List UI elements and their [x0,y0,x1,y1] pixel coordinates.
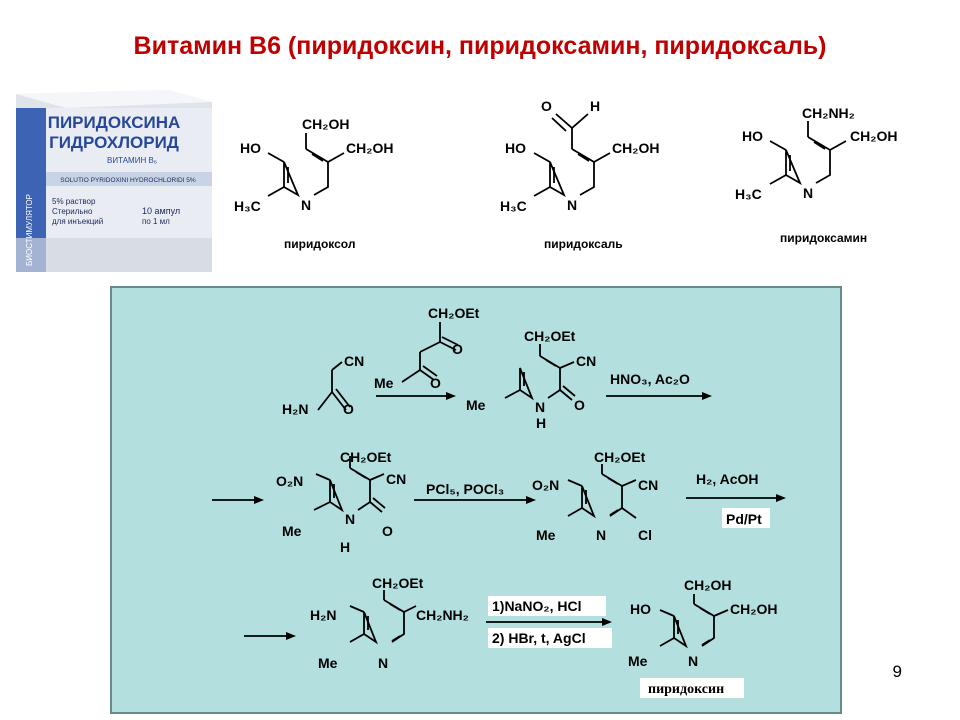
pyridoxamine-ch2nh2: CH₂NH₂ [802,105,855,121]
pyridoxal-structure: O H CH₂OH HO H₃C N пиридоксаль [500,98,659,251]
label-pyridoxine: пиридоксин [648,682,724,697]
label-pyridoxol: пиридоксол [284,237,355,251]
nitropyridone-structure: CH₂OEt CN O₂N O Me N H [276,449,406,555]
package-brand: БИОСТИМУЛЯТОР [25,194,34,266]
diketone-o-upper: O [452,341,463,357]
reagent-hydrogenation-bottom: Pd/Pt [726,511,762,527]
package-line1: ПИРИДОКСИНА [48,113,181,132]
nitropyridone-me: Me [282,523,302,539]
package-volume: по 1 мл [142,217,170,226]
pyridoxamine-ch2oh: CH₂OH [850,128,897,144]
label-pyridoxamine: пиридоксамин [780,231,867,245]
chloropyridine-n: N [596,527,606,543]
reagent-hydrolysis: 2) HBr, t, AgCl [492,630,586,646]
pyridoxamine-structure: CH₂NH₂ CH₂OH HO H₃C N пиридоксамин [735,105,897,245]
diketone-ch2oet: CH₂OEt [428,305,480,321]
nitropyridone-o: O [382,523,393,539]
diamine-me: Me [318,655,338,671]
pyridoxol-h3c: H₃C [234,198,261,214]
chloropyridine-structure: CH₂OEt CN O₂N Cl Me N [532,449,658,543]
pyridone-1-nh: H [536,415,546,431]
chloropyridine-cn: CN [638,477,658,493]
slide-number: 9 [892,662,902,681]
nitropyridone-cn: CN [386,471,406,487]
package-for-injection: для инъекций [52,217,103,226]
diketone-me: Me [374,375,394,391]
package-solution: 5% раствор [52,197,96,206]
cyanoacetamide-o: O [343,401,354,417]
nitropyridone-ch2oet: CH₂OEt [340,449,392,465]
diamine-n: N [378,655,388,671]
pyridoxine-me: Me [628,653,648,669]
pyridone-1-n: N [535,399,545,415]
pyridoxine-ho: HO [630,601,651,617]
pyridone-1-cn: CN [576,353,596,369]
label-pyridoxal: пиридоксаль [544,237,623,251]
nitropyridone-n: N [345,511,355,527]
pyridoxol-n: N [301,197,311,213]
chloropyridine-cl: Cl [638,527,652,543]
chloropyridine-o2n: O₂N [532,477,559,493]
diamine-ch2nh2: CH₂NH₂ [416,607,469,623]
reagent-nitration: HNO₃, Ac₂O [610,371,690,387]
pyridoxine-n: N [688,653,698,669]
pyridoxine-structure: CH₂OH CH₂OH HO Me N пиридоксин [628,577,777,698]
pyridoxol-ch2oh-top: CH₂OH [302,116,349,132]
pyridoxal-h: H [590,98,600,114]
package-latin: SOLUTIO PYRIDOXINI HYDROCHLORIDI 5% [60,177,196,184]
pyridoxine-ch2oh-right: CH₂OH [730,601,777,617]
pyridone-1-ch2oet: CH₂OEt [524,328,576,344]
slide-title: Витамин В6 (пиридоксин, пиридоксамин, пи… [133,32,827,60]
pyridoxal-ch2oh: CH₂OH [612,140,659,156]
pyridoxal-o: O [541,98,552,114]
pyridoxal-h3c: H₃C [500,198,527,214]
pyridoxamine-ho: HO [742,128,763,144]
medicine-package: ПИРИДОКСИНА ГИДРОХЛОРИД ВИТАМИН B₆ SOLUT… [8,88,218,274]
reagent-hydrogenation-top: H₂, AcOH [696,471,759,487]
pyridone-1-structure: CH₂OEt CN O Me N H [466,328,596,431]
pyridoxal-ho: HO [505,140,526,156]
diketone-structure: CH₂OEt O O Me [374,305,480,391]
cyanoacetamide-cn: CN [344,353,364,369]
pyridoxine-ch2oh-top: CH₂OH [684,577,731,593]
diamine-h2n: H₂N [310,607,336,623]
diamine-ch2oet: CH₂OEt [372,575,424,591]
pyridoxol-structure: CH₂OH CH₂OH HO H₃C N пиридоксол [234,116,393,251]
chloropyridine-me: Me [536,527,556,543]
nitropyridone-nh: H [340,539,350,555]
package-sterile: Стерильно [52,207,93,216]
reagent-chlorination: PCl₅, POCl₃ [426,481,504,497]
pyridoxal-n: N [567,197,577,213]
pyridoxamine-h3c: H₃C [735,186,762,202]
package-line2: ГИДРОХЛОРИД [49,133,179,152]
cyanoacetamide-h2n: H₂N [282,401,308,417]
diamine-structure: CH₂OEt CH₂NH₂ H₂N Me N [310,575,469,671]
pyridone-1-me: Me [466,397,486,413]
nitropyridone-o2n: O₂N [276,473,303,489]
package-ampoules: 10 ампул [142,206,180,216]
cyanoacetamide-structure: H₂N CN O [282,353,364,417]
chloropyridine-ch2oet: CH₂OEt [594,449,646,465]
package-vitamin: ВИТАМИН B₆ [107,156,157,165]
diketone-o-lower: O [430,375,441,391]
reagent-diazotization: 1)NaNO₂, HCl [492,598,581,614]
pyridone-1-o: O [574,397,585,413]
pyridoxol-ho: HO [240,140,261,156]
pyridoxol-ch2oh-right: CH₂OH [346,140,393,156]
pyridoxamine-n: N [803,185,813,201]
